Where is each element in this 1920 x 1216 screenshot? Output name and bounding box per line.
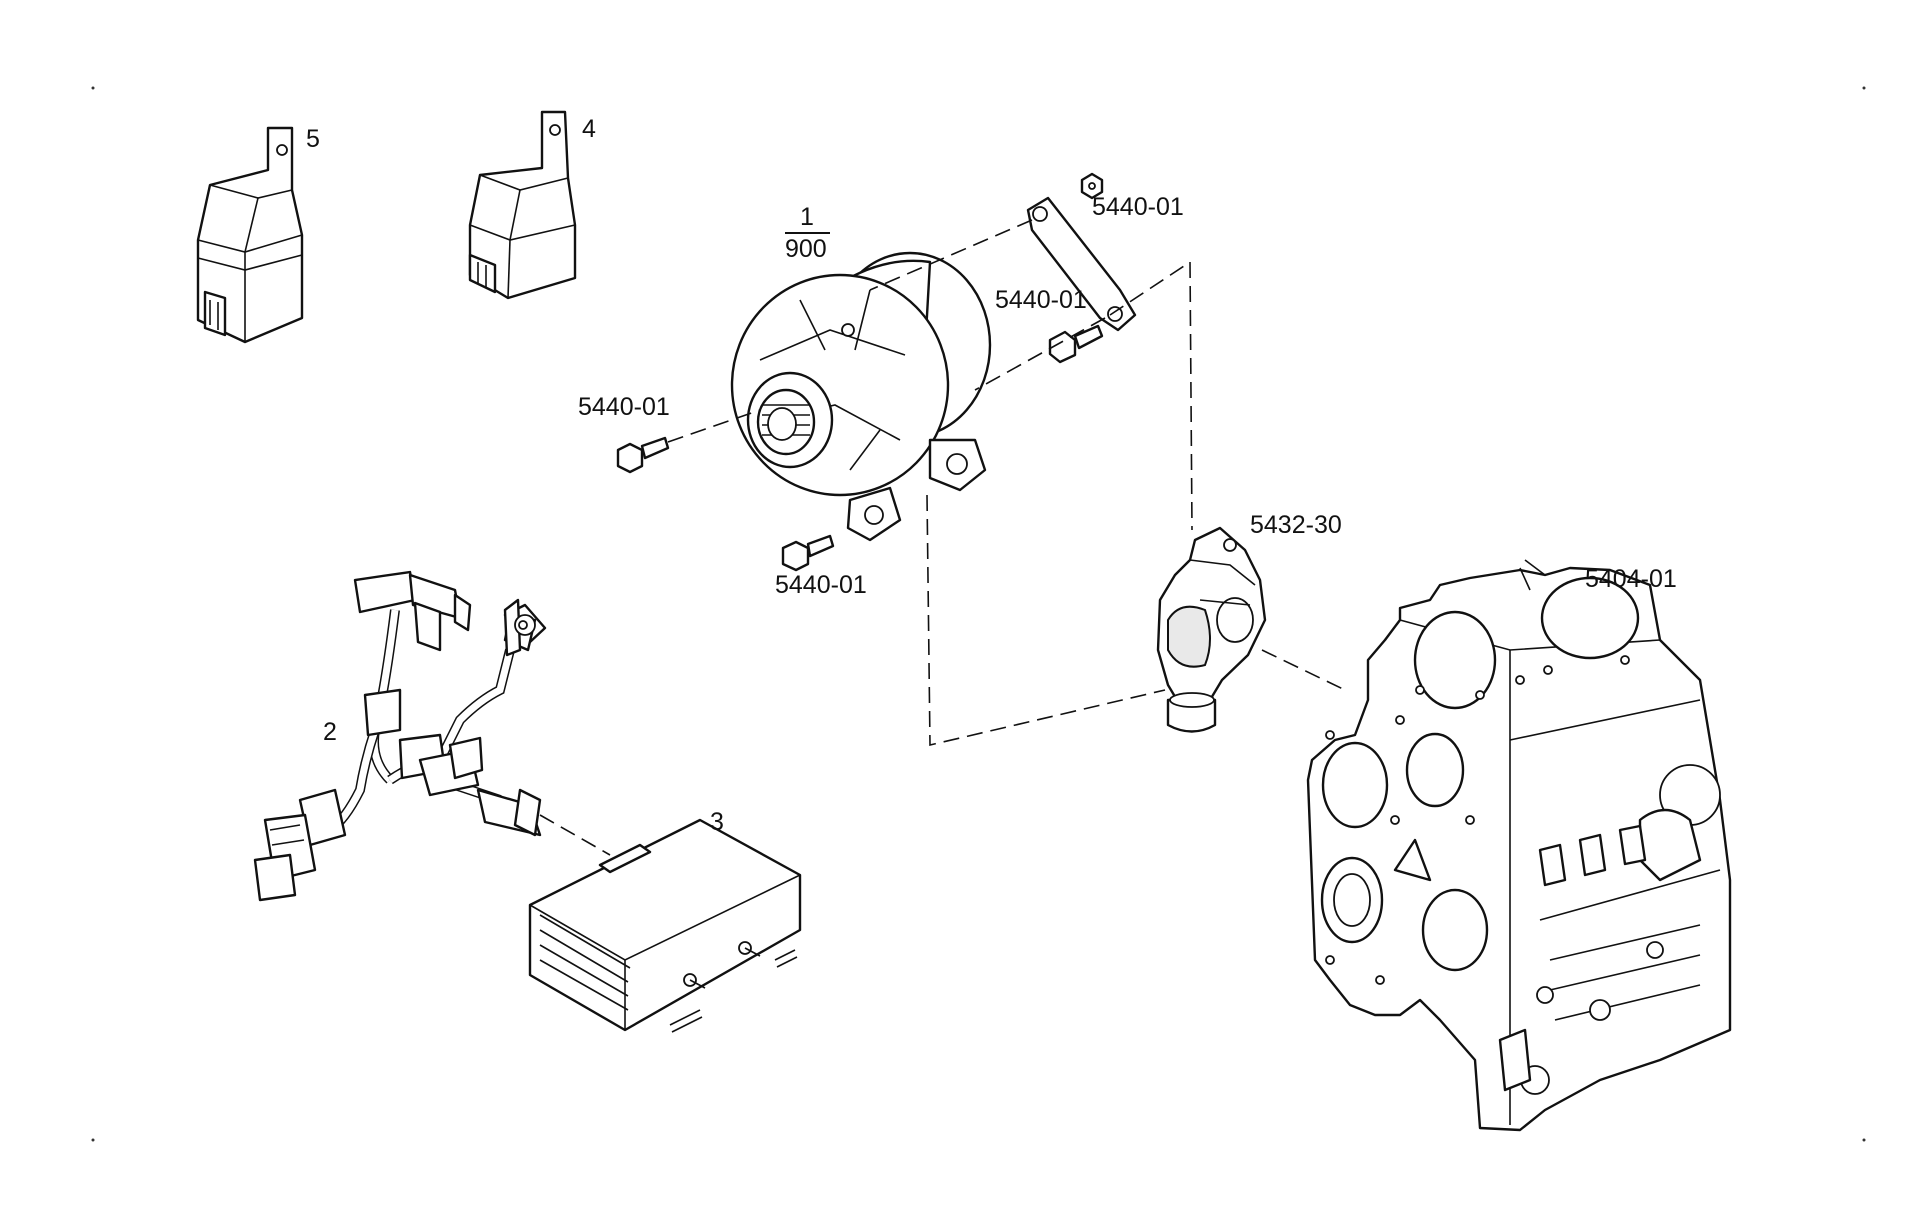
callout-bolt-a: 5440-01 [1092,193,1184,221]
bolt-icon [616,436,670,474]
callout-engine-block: 5404-01 [1585,565,1677,593]
engine-block-icon [1306,559,1732,1132]
callout-relay-5: 5 [306,125,320,153]
assembly-lines [539,219,1346,856]
callout-bolt-c: 5440-01 [578,393,670,421]
control-box-icon [528,818,802,1033]
callout-bracket: 5432-30 [1250,511,1342,539]
callout-bolt-d: 5440-01 [775,571,867,599]
alternator-icon [730,251,992,542]
registration-marks [91,86,1866,1142]
callout-control-box: 3 [710,808,724,836]
wiring-harness-icon [253,570,547,902]
callout-relay-4: 4 [582,115,596,143]
mounting-strap-icon [1026,196,1137,332]
bolt-icon [1048,324,1104,364]
callout-bolt-b: 5440-01 [995,286,1087,314]
nut-icon [1080,172,1104,200]
callout-alternator-ref-bottom: 900 [785,235,827,263]
callout-harness: 2 [323,718,337,746]
mounting-bracket-icon [1156,526,1267,733]
bolt-icon [781,534,835,572]
relay-4-icon [468,110,577,300]
relay-5-icon [196,126,304,344]
callout-alternator-ref-top: 1 [800,203,814,231]
